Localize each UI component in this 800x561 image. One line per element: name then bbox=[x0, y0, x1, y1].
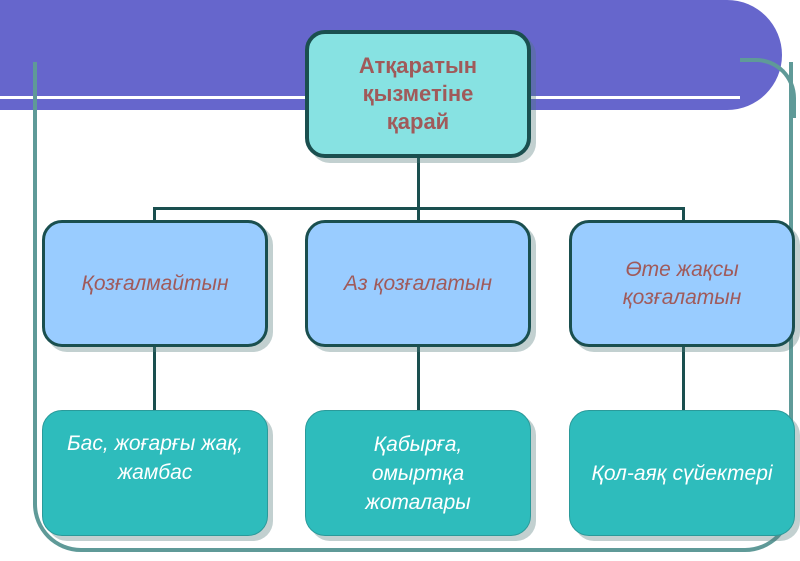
example-node-limb-bones: Қол-аяқ сүйектері bbox=[569, 410, 795, 536]
connector-mid3-leaf3 bbox=[682, 347, 685, 411]
connector-to-mid-1 bbox=[153, 207, 156, 221]
example-label: Қабырға, омыртқа жоталары bbox=[365, 432, 471, 514]
connector-mid2-leaf2 bbox=[417, 347, 420, 411]
category-label: Қозғалмайтын bbox=[81, 271, 229, 295]
connector-root-down bbox=[417, 158, 420, 210]
example-node-ribs-vertebrae: Қабырға, омыртқа жоталары bbox=[305, 410, 531, 536]
example-label: Бас, жоғарғы жақ, жамбас bbox=[66, 432, 244, 484]
category-node-movable: Өте жақсы қозғалатын bbox=[569, 220, 795, 347]
category-label: Аз қозғалатын bbox=[343, 271, 493, 295]
example-label: Қол-аяқ сүйектері bbox=[591, 461, 773, 485]
root-node-label: Атқаратын қызметіне қарай bbox=[358, 53, 478, 134]
connector-to-mid-2 bbox=[417, 207, 420, 221]
example-node-skull-jaw-pelvis: Бас, жоғарғы жақ, жамбас bbox=[42, 410, 268, 536]
connector-mid1-leaf1 bbox=[153, 347, 156, 411]
category-label: Өте жақсы қозғалатын bbox=[622, 257, 742, 309]
category-node-semi-movable: Аз қозғалатын bbox=[305, 220, 531, 347]
connector-to-mid-3 bbox=[682, 207, 685, 221]
slide-frame-corner bbox=[740, 58, 796, 118]
category-node-immovable: Қозғалмайтын bbox=[42, 220, 268, 347]
root-node: Атқаратын қызметіне қарай bbox=[305, 30, 531, 158]
